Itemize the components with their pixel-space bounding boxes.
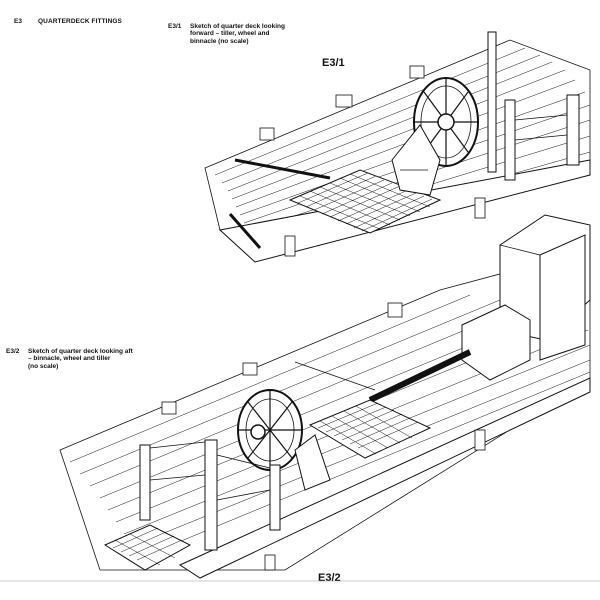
figure-1-ref: E3/1 — [168, 23, 182, 30]
figure-1-caption-line: forward – tiller, wheel and — [190, 30, 270, 38]
figure-2-caption: Sketch of quarter deck looking aft – bin… — [28, 348, 133, 370]
figure-1-label: E3/1 — [322, 57, 345, 69]
section-title: QUARTERDECK FITTINGS — [38, 18, 122, 25]
figure-1-caption-line: binnacle (no scale) — [190, 37, 249, 45]
figure-2-caption-line: Sketch of quarter deck looking aft — [28, 348, 133, 355]
figure-1-caption-line: Sketch of quarter deck looking — [190, 23, 285, 30]
figure-2-caption-line: (no scale) — [28, 362, 59, 370]
figure-1-caption: Sketch of quarter deck looking forward –… — [190, 23, 285, 45]
section-ref: E3 — [14, 18, 23, 25]
figure-2-ref: E3/2 — [6, 348, 20, 355]
figure-2-caption-line: – binnacle, wheel and tiller — [28, 355, 111, 363]
